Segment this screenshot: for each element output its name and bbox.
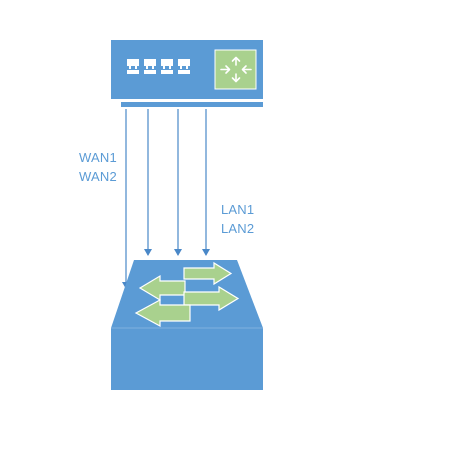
router-base <box>121 102 263 107</box>
router-port-icon <box>144 59 156 74</box>
router-device <box>111 40 263 107</box>
wan2-label: WAN2 <box>79 169 117 184</box>
router-port-icon <box>178 59 190 74</box>
arrow-left-icon <box>134 298 191 328</box>
router-port-icon <box>127 59 139 74</box>
arrow-left-icon <box>138 274 186 302</box>
lan1-label: LAN1 <box>221 202 255 217</box>
router-arrows-icon <box>214 49 257 90</box>
switch-arrows-icon <box>134 261 240 328</box>
wan-labels: WAN1 WAN2 <box>79 148 117 186</box>
lan-labels: LAN1 LAN2 <box>221 200 254 238</box>
router-ports <box>127 59 190 74</box>
links <box>122 109 210 289</box>
wan1-label: WAN1 <box>79 150 117 165</box>
arrow-right-icon <box>183 261 233 286</box>
router-port-icon <box>161 59 173 74</box>
switch-body <box>111 328 263 390</box>
lan2-label: LAN2 <box>221 221 255 236</box>
switch-device <box>111 260 263 390</box>
